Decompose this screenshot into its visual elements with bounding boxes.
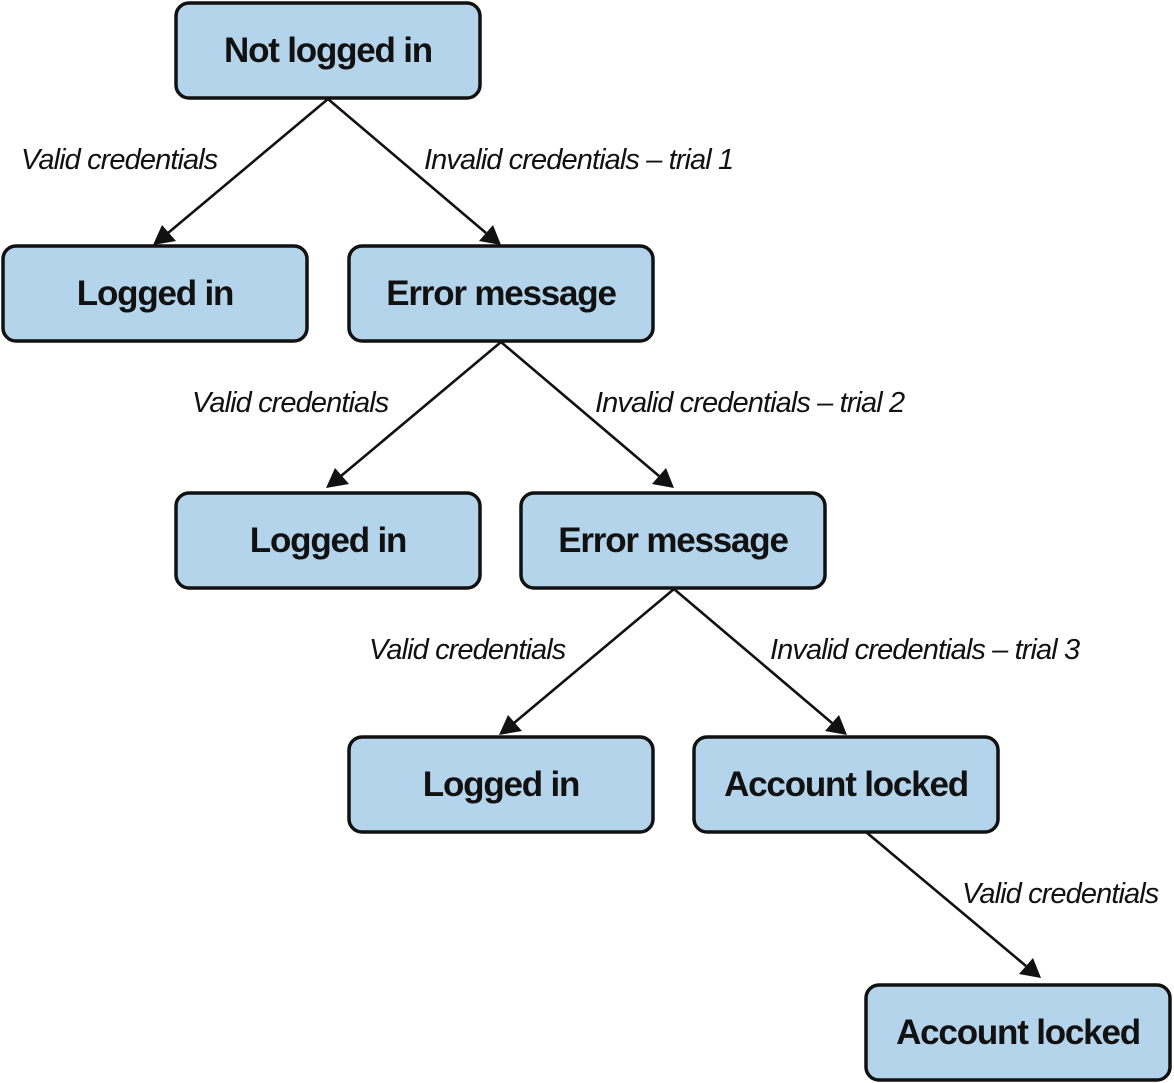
- edge-root-to-error: [327, 98, 501, 245]
- arrow-head: [825, 715, 847, 735]
- arrow-head: [153, 225, 176, 245]
- edge-locked-to-locked: [865, 831, 1041, 978]
- node-label: Logged in: [250, 521, 406, 560]
- arrow-head: [499, 715, 522, 735]
- node-account-locked-2: Account locked: [864, 983, 1172, 1082]
- edge-labels: Valid credentials Invalid credentials – …: [21, 144, 1160, 910]
- edge-label-invalid-trial-2: Invalid credentials – trial 2: [595, 387, 905, 419]
- node-label: Account locked: [724, 765, 968, 804]
- edge-root-to-logged-in: [153, 98, 329, 245]
- edge-label-valid-1: Valid credentials: [21, 144, 218, 176]
- node-not-logged-in: Not logged in: [174, 1, 482, 100]
- edges: [153, 98, 1041, 978]
- edge-error2-to-locked: [673, 588, 847, 735]
- node-logged-in-1: Logged in: [1, 244, 309, 343]
- arrow-head: [479, 225, 501, 245]
- edge-label-invalid-trial-3: Invalid credentials – trial 3: [770, 634, 1080, 666]
- node-label: Account locked: [896, 1013, 1140, 1052]
- arrow-head: [1019, 958, 1041, 978]
- arrow-head: [326, 468, 349, 488]
- arrow-head: [652, 468, 674, 488]
- edge-label-valid-4: Valid credentials: [962, 878, 1159, 910]
- edge-error1-to-error2: [500, 341, 674, 488]
- edge-label-invalid-trial-1: Invalid credentials – trial 1: [424, 144, 733, 176]
- edge-label-valid-3: Valid credentials: [369, 634, 566, 666]
- edge-error2-to-logged-in: [499, 588, 675, 735]
- node-account-locked-1: Account locked: [692, 735, 1000, 834]
- node-logged-in-2: Logged in: [174, 491, 482, 590]
- node-error-message-1: Error message: [347, 244, 655, 343]
- node-label: Logged in: [77, 274, 233, 313]
- node-logged-in-3: Logged in: [347, 735, 655, 834]
- node-label: Error message: [558, 521, 788, 560]
- node-label: Logged in: [423, 765, 579, 804]
- edge-error1-to-logged-in: [326, 341, 502, 488]
- node-label: Not logged in: [224, 31, 432, 70]
- node-label: Error message: [386, 274, 616, 313]
- edge-label-valid-2: Valid credentials: [192, 387, 389, 419]
- node-error-message-2: Error message: [519, 491, 827, 590]
